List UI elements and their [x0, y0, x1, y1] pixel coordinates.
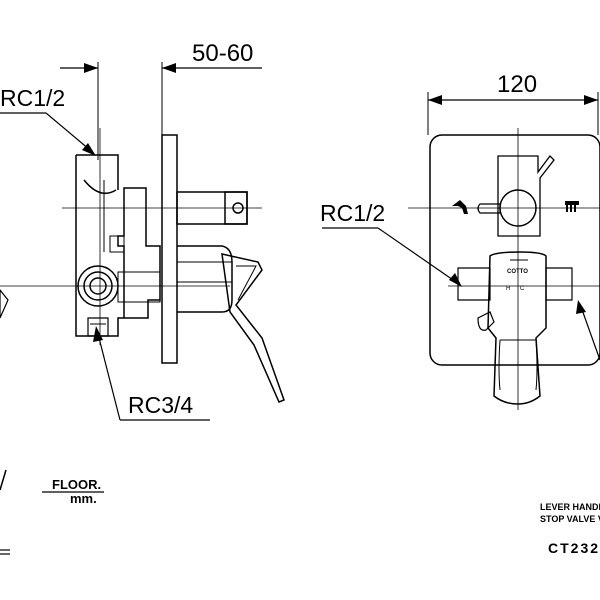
- model-number: CT232: [548, 540, 600, 556]
- lever-handle: [221, 253, 285, 403]
- label-side-outlet: RC3/4: [128, 392, 193, 418]
- dimension-120: [427, 92, 599, 135]
- front-lever-handle: [487, 251, 547, 405]
- leader-side-outlet: [93, 326, 210, 421]
- bottom-fitting: [87, 317, 109, 337]
- cover-plate: [429, 134, 600, 366]
- mixer-body: [457, 267, 491, 301]
- brand-mark: COTTO: [507, 269, 528, 275]
- dimension-side-depth: 50-60: [192, 40, 253, 67]
- title-line-2: STOP VALVE V: [540, 514, 600, 524]
- svg-text:C: C: [520, 286, 525, 292]
- side-view: [0, 62, 285, 421]
- spout-icon: [452, 200, 468, 214]
- shower-icon: [565, 201, 579, 212]
- wall-plate: [161, 134, 178, 364]
- floor-marker: [0, 469, 104, 555]
- title-line-1: LEVER HANDE: [540, 502, 600, 512]
- leader-front-inlet: [322, 227, 462, 287]
- label-side-inlet: RC1/2: [0, 85, 65, 111]
- valve-body: [75, 154, 161, 337]
- front-view: H C: [322, 92, 600, 410]
- leader-side-inlet: [0, 112, 96, 156]
- stop-valve: [477, 311, 495, 331]
- label-front-inlet: RC1/2: [320, 200, 385, 226]
- floor-unit: mm.: [70, 491, 97, 506]
- svg-text:H: H: [506, 286, 510, 292]
- lever-hub: [177, 245, 233, 313]
- floor-label: FLOOR.: [52, 477, 101, 492]
- diverter-body: [497, 155, 555, 237]
- dimension-front-width: 120: [497, 71, 537, 98]
- dimension-50-60: [60, 62, 262, 160]
